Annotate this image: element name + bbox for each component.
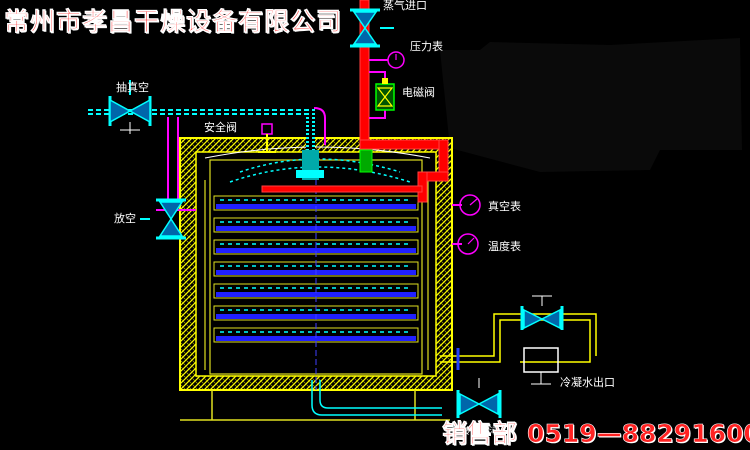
label-safety-valve: 安全阀 xyxy=(204,120,237,134)
pressure-gauge xyxy=(369,51,405,69)
steam-trap xyxy=(523,347,559,385)
phone-prefix: 0519 xyxy=(527,419,597,449)
label-pressure-gauge: 压力表 xyxy=(410,39,443,53)
steam-inlet-valve xyxy=(350,8,394,48)
label-drain: 冷凝排污 xyxy=(462,425,498,437)
vacuum-gauge xyxy=(459,194,481,216)
vacuum-valve xyxy=(108,80,152,134)
background-blob xyxy=(440,38,742,172)
steam-coil-connector xyxy=(359,149,373,173)
condensate-loop xyxy=(440,313,597,363)
thermometer xyxy=(457,233,479,255)
sales-contact: 销售部 0519—88291600 xyxy=(442,414,750,450)
phone-number: 88291600 xyxy=(621,419,750,449)
drain-pipe xyxy=(311,380,442,416)
label-steam-inlet: 蒸气进口 xyxy=(383,0,427,12)
top-arc xyxy=(204,146,431,159)
label-vacuum-gauge: 真空表 xyxy=(488,199,521,213)
label-condensate-outlet: 冷凝水出口 xyxy=(560,375,615,389)
steam-pipe xyxy=(261,0,449,203)
drain-valve xyxy=(456,378,502,418)
label-thermometer: 温度表 xyxy=(488,239,521,253)
pipe-elbow xyxy=(313,107,326,145)
sales-label: 销售部 xyxy=(442,419,518,449)
label-vent: 放空 xyxy=(114,211,136,225)
vacuum-pipe xyxy=(86,108,324,180)
label-solenoid-valve: 电磁阀 xyxy=(402,85,435,99)
phone-dash: — xyxy=(596,419,622,449)
label-vacuum-pump: 抽真空 xyxy=(116,80,149,94)
company-name: 常州市孝昌干燥设备有限公司 xyxy=(4,7,343,37)
condensate-valve xyxy=(520,295,564,330)
solenoid-valve xyxy=(369,71,395,119)
vent-valve xyxy=(140,198,186,240)
safety-valve xyxy=(258,123,276,153)
